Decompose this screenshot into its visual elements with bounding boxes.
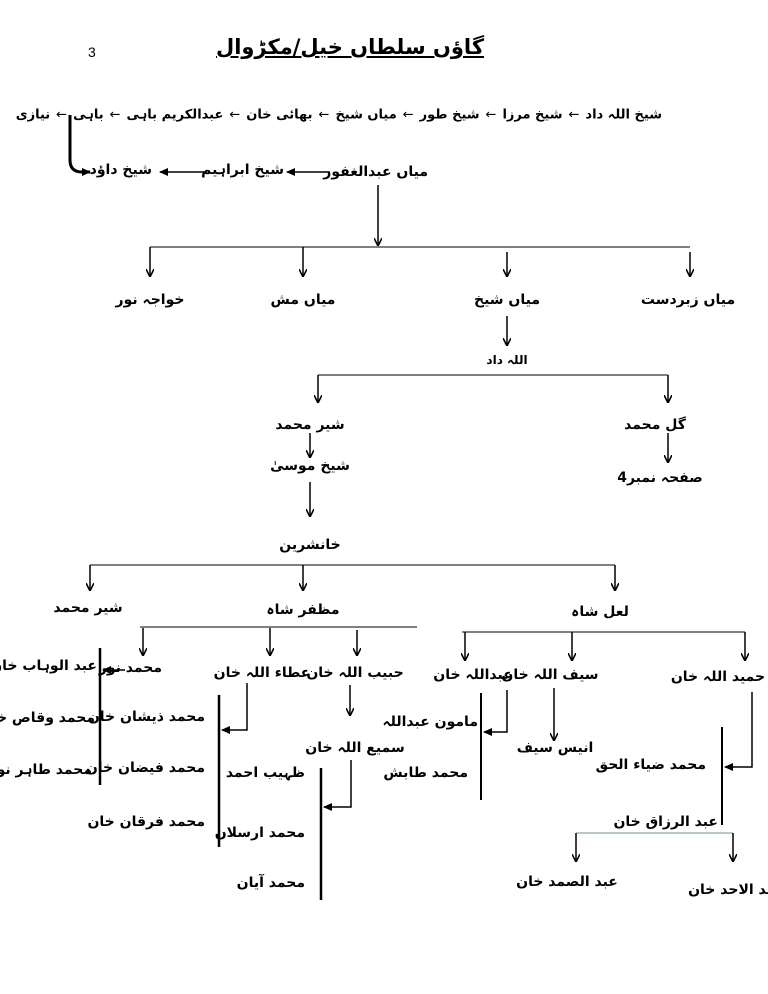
node-muzaffar-shah: مظفر شاہ [266, 602, 340, 618]
arrow-icon: ← [229, 107, 241, 123]
node-child: محمد طابش [383, 765, 468, 781]
node-child: عبد الصمد خان [516, 874, 618, 890]
ancestor: بھائی خان [246, 107, 313, 123]
node-abdul-ghafoor: میاں عبدالغفور [323, 164, 428, 180]
page-title: گاؤں سلطاں خیل/مکڑوال [215, 35, 485, 59]
node-mian-mash: میاں مش [270, 292, 336, 308]
node-hameedullah-khan: حمید اللہ خان [670, 669, 766, 685]
arrow-icon: ← [568, 107, 580, 123]
node-child: محمد ضیاء الحق [595, 757, 706, 773]
arrow-icon: ← [56, 107, 68, 123]
node-abdul-razzaq-khan: عبد الرزاق خان [613, 814, 718, 830]
node-child: عبد الاحد خان [688, 882, 768, 898]
node-ataullah-khan: عطاء اللہ خان [213, 665, 311, 681]
node-habibullah-khan: حبیب اللہ خان [306, 665, 404, 681]
arrow-icon: ← [402, 107, 414, 123]
node-child: مامون عبداللہ [382, 714, 478, 730]
arrow-icon: ← [318, 107, 330, 123]
node-shaikh-daud: شیخ داؤد [89, 162, 152, 178]
node-anees-saif: انیس سیف [516, 740, 594, 756]
node-child: محمد فیضان خان [85, 760, 205, 776]
ancestor: شیخ مرزا [502, 107, 563, 123]
node-sher-muhammad-2: شیر محمد [53, 600, 123, 616]
arrow-icon: ← [485, 107, 497, 123]
node-shaikh-musa: شیخ موسیٰ [270, 458, 350, 474]
page-reference: صفحہ نمبر4 [617, 470, 703, 486]
arrow-icon: ← [109, 107, 121, 123]
node-abdullah-khan: عبداللہ خان [433, 667, 513, 683]
node-child: محمد آیان [236, 875, 305, 891]
node-child: محمد ذیشان خان [87, 709, 205, 725]
node-sher-muhammad: شیر محمد [275, 417, 345, 433]
node-child: عبد الوہاب خان [0, 658, 97, 674]
node-shaikh-ibrahim: شیخ ابراہیم [201, 162, 284, 178]
ancestor: عبدالکریم باہی [126, 107, 224, 123]
ancestor: شیخ اللہ داد [585, 107, 662, 123]
node-allah-dad: اللہ داد [486, 353, 528, 367]
ancestor: شیخ طور [419, 107, 480, 123]
node-child: محمد طاہر نور [0, 762, 92, 778]
node-lal-shah: لعل شاہ [571, 604, 629, 620]
ancestor: میاں شیخ [335, 107, 397, 123]
node-gul-muhammad: گل محمد [624, 417, 686, 433]
node-saifullah-khan: سیف اللہ خان [501, 667, 599, 683]
node-khanshareen: خانشرین [279, 537, 341, 553]
node-mian-zabardast: میاں زبردست [640, 292, 736, 308]
node-samiullah-khan: سمیع اللہ خان [305, 740, 405, 756]
node-child: محمد وقاص خان [0, 710, 95, 726]
ancestor: باہی [73, 107, 104, 123]
node-mian-shaikh: میاں شیخ [473, 292, 541, 308]
lineage-row-1: شیخ اللہ داد ← شیخ مرزا ← شیخ طور ← میاں شیخ ← ب… [16, 108, 662, 123]
ancestor: نیازی [15, 107, 51, 123]
node-child: محمد ارسلان [214, 825, 305, 841]
node-child: محمد فرقان خان [87, 814, 205, 830]
node-muhammad-noor: محمد نور [98, 660, 162, 676]
node-khwaja-noor: خواجہ نور [115, 292, 185, 308]
node-child: ظہیب احمد [225, 765, 305, 781]
page-number: 3 [88, 44, 96, 60]
